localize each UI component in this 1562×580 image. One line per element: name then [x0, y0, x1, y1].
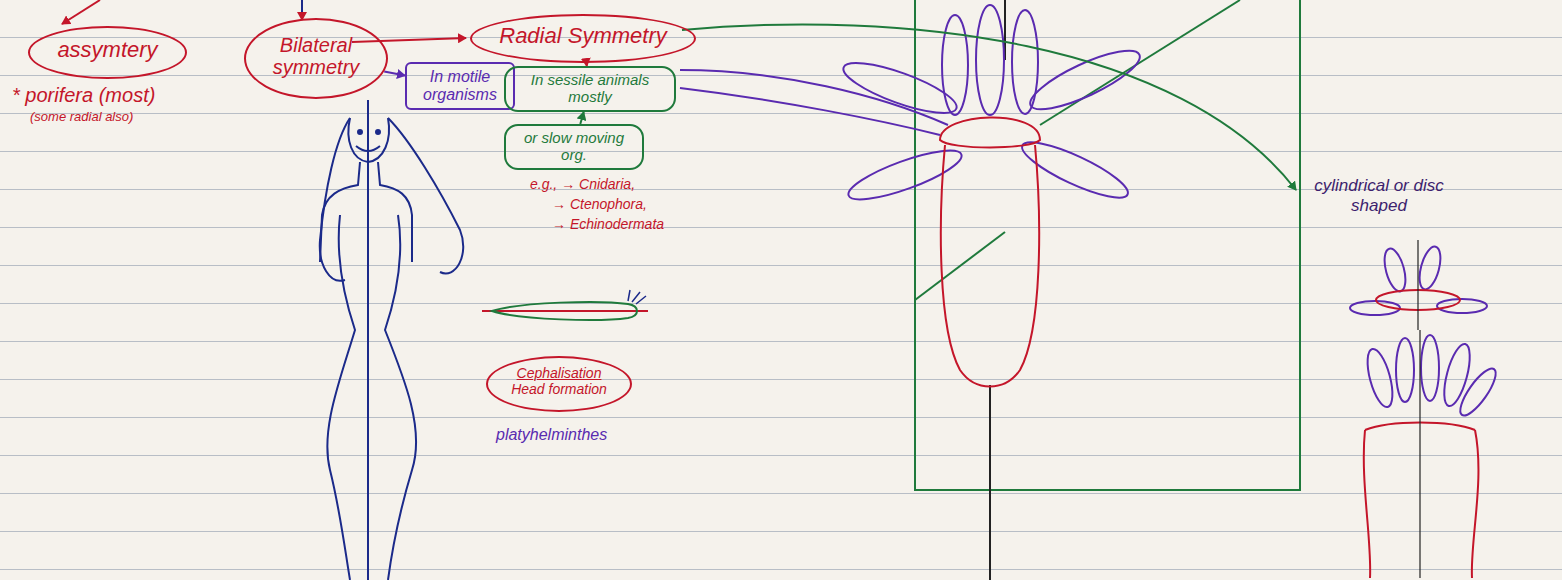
drawing-stroke — [356, 146, 380, 151]
example-list: → Ctenophora, — [552, 196, 647, 212]
category-oval: assymtery — [28, 26, 187, 79]
drawing-stroke — [376, 130, 380, 134]
drawing-stroke — [1024, 40, 1146, 120]
drawing-stroke — [1419, 330, 1420, 578]
node-subtext: Head formation — [506, 382, 612, 398]
flatworm — [482, 290, 648, 320]
drawing-stroke — [1012, 10, 1038, 114]
drawing-stroke — [1439, 342, 1475, 409]
example-note: * porifera (most) — [12, 84, 155, 107]
drawing-stroke — [1363, 346, 1398, 409]
drawing-stroke — [352, 38, 466, 42]
drawing-stroke — [838, 53, 961, 122]
drawing-stroke — [941, 145, 1039, 387]
drawing-stroke — [378, 162, 412, 262]
drawing-stroke — [976, 5, 1004, 115]
drawing-stroke — [1364, 430, 1479, 578]
concept-oval: CephalisationHead formation — [486, 356, 632, 412]
note-box: or slow moving org. — [504, 124, 644, 170]
node-text: or slow moving org. — [515, 130, 633, 164]
drawing-stroke — [680, 70, 948, 125]
drawing-stroke — [628, 290, 646, 304]
drawing-stroke — [1040, 0, 1240, 125]
connector-arrow — [580, 112, 583, 124]
note-box: In motile organisms — [405, 62, 515, 110]
drawing-stroke — [1421, 335, 1439, 401]
node-text: In sessile animals mostly — [515, 72, 665, 106]
hydra-figure — [680, 0, 1300, 580]
node-text: In motile organisms — [414, 68, 506, 104]
example-note: (some radial also) — [30, 110, 133, 125]
drawing-stroke — [1455, 364, 1502, 420]
drawing-stroke — [358, 130, 362, 134]
drawing-stroke — [62, 0, 100, 24]
drawing-stroke — [942, 15, 968, 115]
drawing-stroke — [680, 88, 940, 135]
drawing-stroke — [844, 141, 966, 208]
drawing-stroke — [1381, 246, 1410, 293]
drawing-stroke — [1437, 299, 1487, 313]
drawing-stroke — [940, 117, 1040, 147]
drawing-stroke — [989, 385, 991, 580]
drawing-stroke — [320, 162, 360, 262]
sea-anemone — [1363, 330, 1502, 578]
node-text: Bilateral symmetry — [264, 34, 368, 79]
node-text: Cephalisation — [506, 366, 612, 382]
drawing-stroke — [482, 310, 648, 312]
drawing-stroke — [301, 0, 303, 20]
drawing-stroke — [348, 118, 389, 162]
drawing-stroke — [1417, 240, 1418, 330]
node-text: assymtery — [52, 38, 163, 63]
example-note: platyhelminthes — [496, 426, 607, 444]
example-list: → Echinodermata — [552, 216, 664, 232]
category-oval: Radial Symmetry — [470, 14, 696, 63]
category-oval: Bilateral symmetry — [244, 18, 388, 99]
drawing-stroke — [682, 24, 1296, 190]
drawing-stroke — [1396, 338, 1414, 402]
drawing-stroke — [1416, 244, 1445, 291]
drawing-stroke — [367, 100, 369, 580]
girl-figure — [320, 100, 463, 580]
drawing-stroke — [385, 215, 416, 580]
connector-arrow — [384, 72, 405, 76]
shape-note: cylindrical or disc shaped — [1304, 176, 1454, 215]
jellyfish — [1350, 240, 1487, 330]
drawing-stroke — [492, 302, 637, 320]
example-list: e.g., → Cnidaria, — [530, 176, 635, 192]
drawing-stroke — [915, 0, 1300, 490]
drawing-stroke — [915, 232, 1005, 300]
drawing-stroke — [320, 118, 350, 281]
drawing-stroke — [327, 215, 355, 580]
note-box: In sessile animals mostly — [504, 66, 676, 112]
node-text: Radial Symmetry — [494, 24, 672, 49]
top-arrows — [62, 0, 466, 42]
